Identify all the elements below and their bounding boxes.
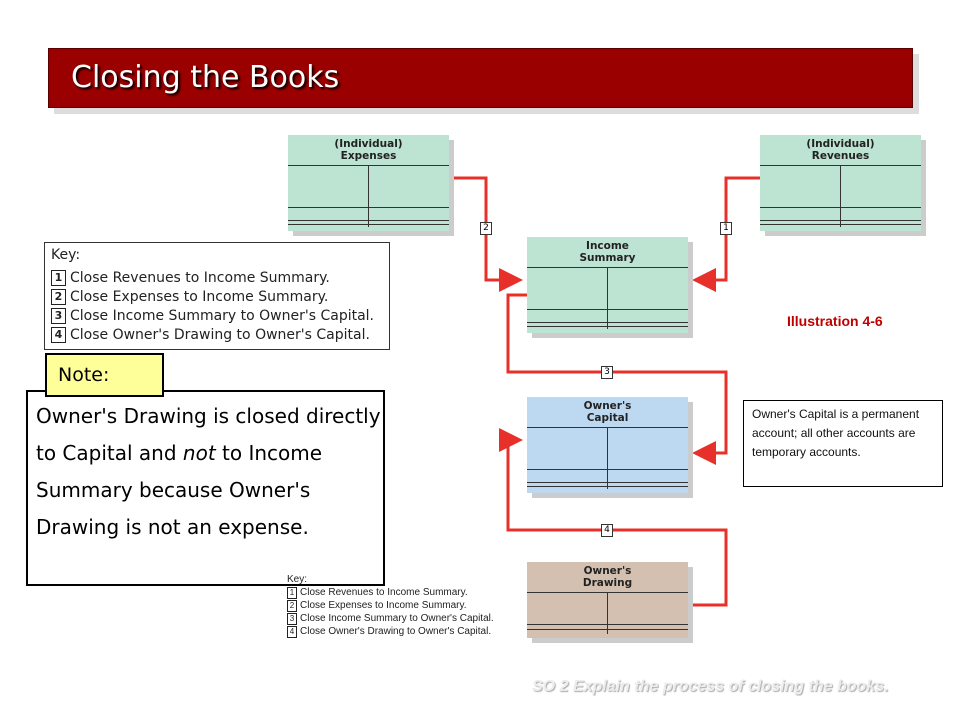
revenues-t-account: (Individual) Revenues (760, 135, 921, 231)
account-title: Owner's Drawing (582, 565, 633, 589)
account-title: (Individual) Revenues (806, 138, 875, 162)
capital-note: Owner's Capital is a permanent account; … (743, 400, 943, 487)
step-3-marker: 3 (601, 366, 613, 379)
arrow-4-drawing (499, 428, 728, 607)
step-4-marker: 4 (601, 524, 613, 537)
title-banner: Closing the Books (48, 48, 913, 108)
step-1-marker: 1 (720, 222, 732, 235)
account-title: Income Summary (579, 240, 636, 264)
owners-drawing-t-account: Owner's Drawing (527, 562, 688, 638)
account-title: Owner's Capital (583, 400, 632, 424)
expenses-t-account: (Individual) Expenses (288, 135, 449, 231)
note-label: Note: (45, 353, 164, 397)
step-2-marker: 2 (480, 222, 492, 235)
illustration-label: Illustration 4-6 (787, 313, 883, 329)
slide-title: Closing the Books (71, 60, 340, 95)
note-text: Owner's Drawing is closed directly to Ca… (26, 390, 385, 586)
income-summary-t-account: Income Summary (527, 237, 688, 333)
key-label: Key: (51, 247, 81, 263)
account-title: (Individual) Expenses (334, 138, 403, 162)
arrow-3-income-summary (506, 293, 728, 465)
small-key-label: Key: (287, 574, 308, 585)
footer-objective: SO 2 Explain the process of closing the … (532, 678, 889, 695)
owners-capital-t-account: Owner's Capital (527, 397, 688, 493)
